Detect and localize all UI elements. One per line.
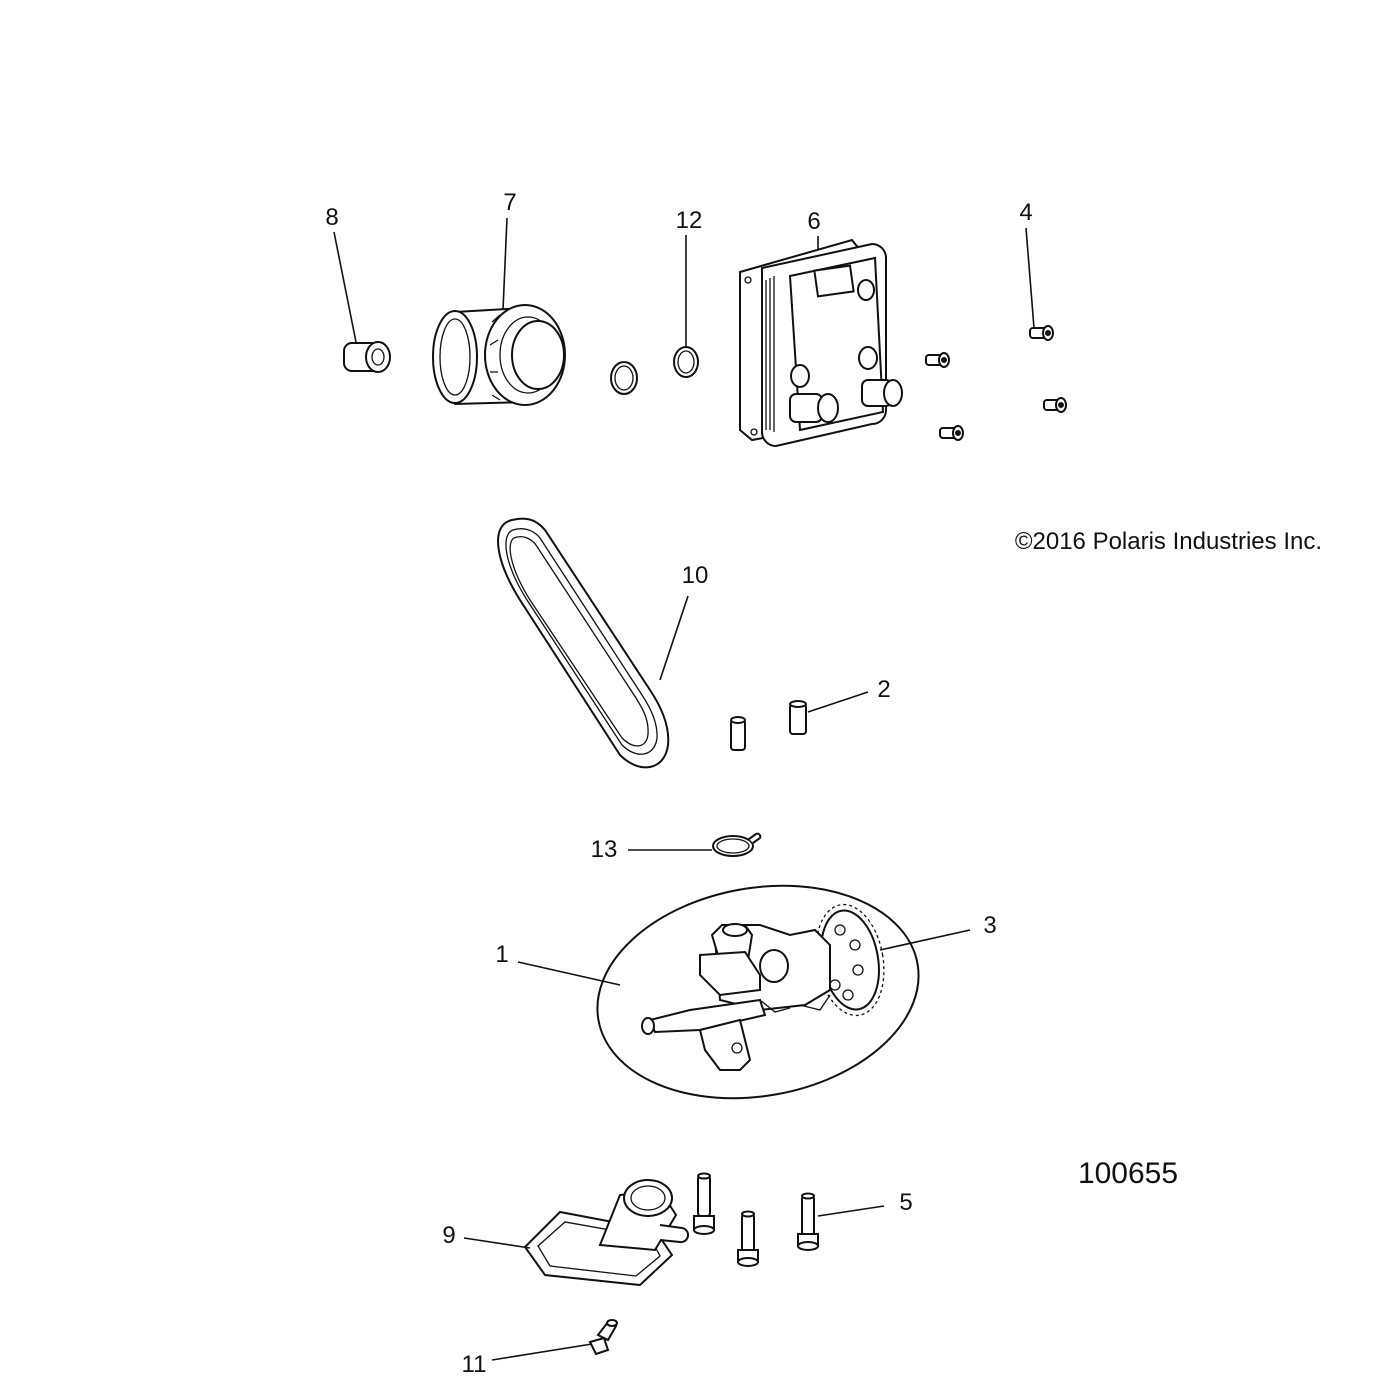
- part-1-oil-pump-assembly: [596, 884, 920, 1100]
- part-5-bolts: [693, 1172, 819, 1267]
- callout-12: 12: [676, 207, 703, 234]
- part-7-oil-filter: [432, 304, 566, 406]
- callout-2: 2: [877, 676, 890, 703]
- callout-10: 10: [682, 562, 709, 589]
- part-4-screws: [925, 325, 1067, 441]
- drawing-number: 100655: [1078, 1157, 1178, 1190]
- callout-5: 5: [899, 1189, 912, 1216]
- part-3-sprocket: [815, 903, 885, 1017]
- part-8-spacer: [343, 341, 391, 373]
- part-11-bolt: [588, 1319, 618, 1356]
- part-12-o-rings: [610, 346, 699, 395]
- part-13-o-ring: [712, 832, 762, 857]
- callout-7: 7: [503, 189, 516, 216]
- part-10-belt: [497, 517, 670, 769]
- callout-labels: 8 7 12 6 4 10 2 13 1 3 5 9 11: [325, 189, 1032, 1378]
- callout-9: 9: [442, 1222, 455, 1249]
- callout-1: 1: [495, 941, 508, 968]
- part-2-dowel-pins: [730, 700, 807, 751]
- leader-lines: [333, 217, 1035, 1361]
- callout-6: 6: [807, 208, 820, 235]
- part-9-oil-pickup: [523, 1179, 690, 1287]
- callout-3: 3: [983, 912, 996, 939]
- copyright-notice: ©2016 Polaris Industries Inc.: [1015, 528, 1322, 555]
- callout-4: 4: [1019, 199, 1032, 226]
- callout-11: 11: [462, 1351, 487, 1378]
- callout-13: 13: [591, 836, 618, 863]
- callout-8: 8: [325, 204, 338, 231]
- part-6-oil-cooler: [739, 238, 903, 448]
